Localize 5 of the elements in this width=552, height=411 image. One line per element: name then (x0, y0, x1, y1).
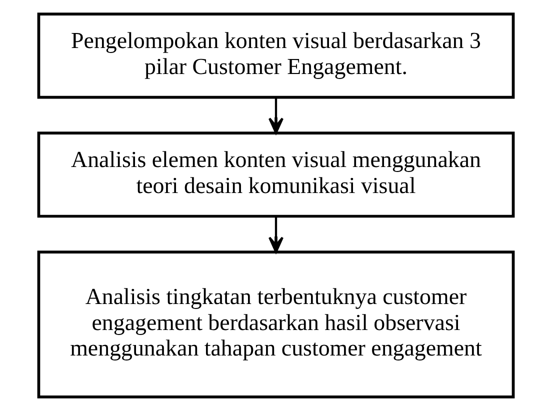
node-box: Analisis elemen konten visual menggunakan teori desain komunikasi visual (37, 132, 515, 218)
node-box: Pengelompokan konten visual berdasarkan 3 pilar Customer Engagement. (37, 12, 515, 99)
arrow (268, 216, 284, 253)
arrow (268, 98, 284, 134)
node-box: Analisis tingkatan terbentuknya customer engagement berdasarkan hasil observasi menggunakan tahapan customer engagement (37, 250, 515, 398)
